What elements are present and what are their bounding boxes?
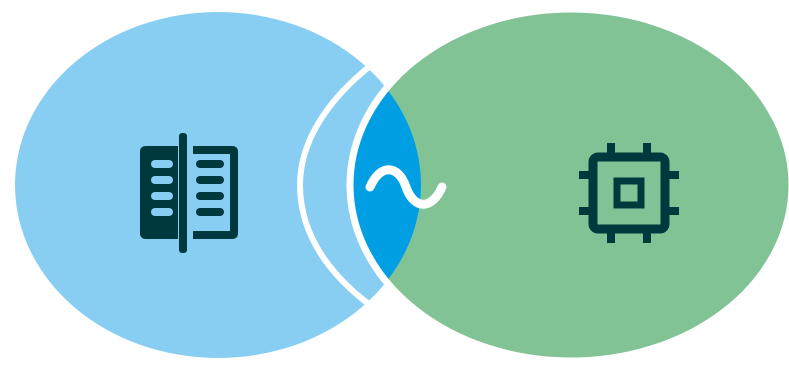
intersection-outline-left xyxy=(296,43,407,331)
tilde-wave-icon xyxy=(365,165,447,209)
processor-chip-icon xyxy=(579,143,679,243)
document-spread-icon xyxy=(140,133,238,253)
intersection-outline-right xyxy=(346,12,421,358)
intersection-outline-group xyxy=(346,12,421,358)
left-set-ellipse xyxy=(15,12,421,358)
